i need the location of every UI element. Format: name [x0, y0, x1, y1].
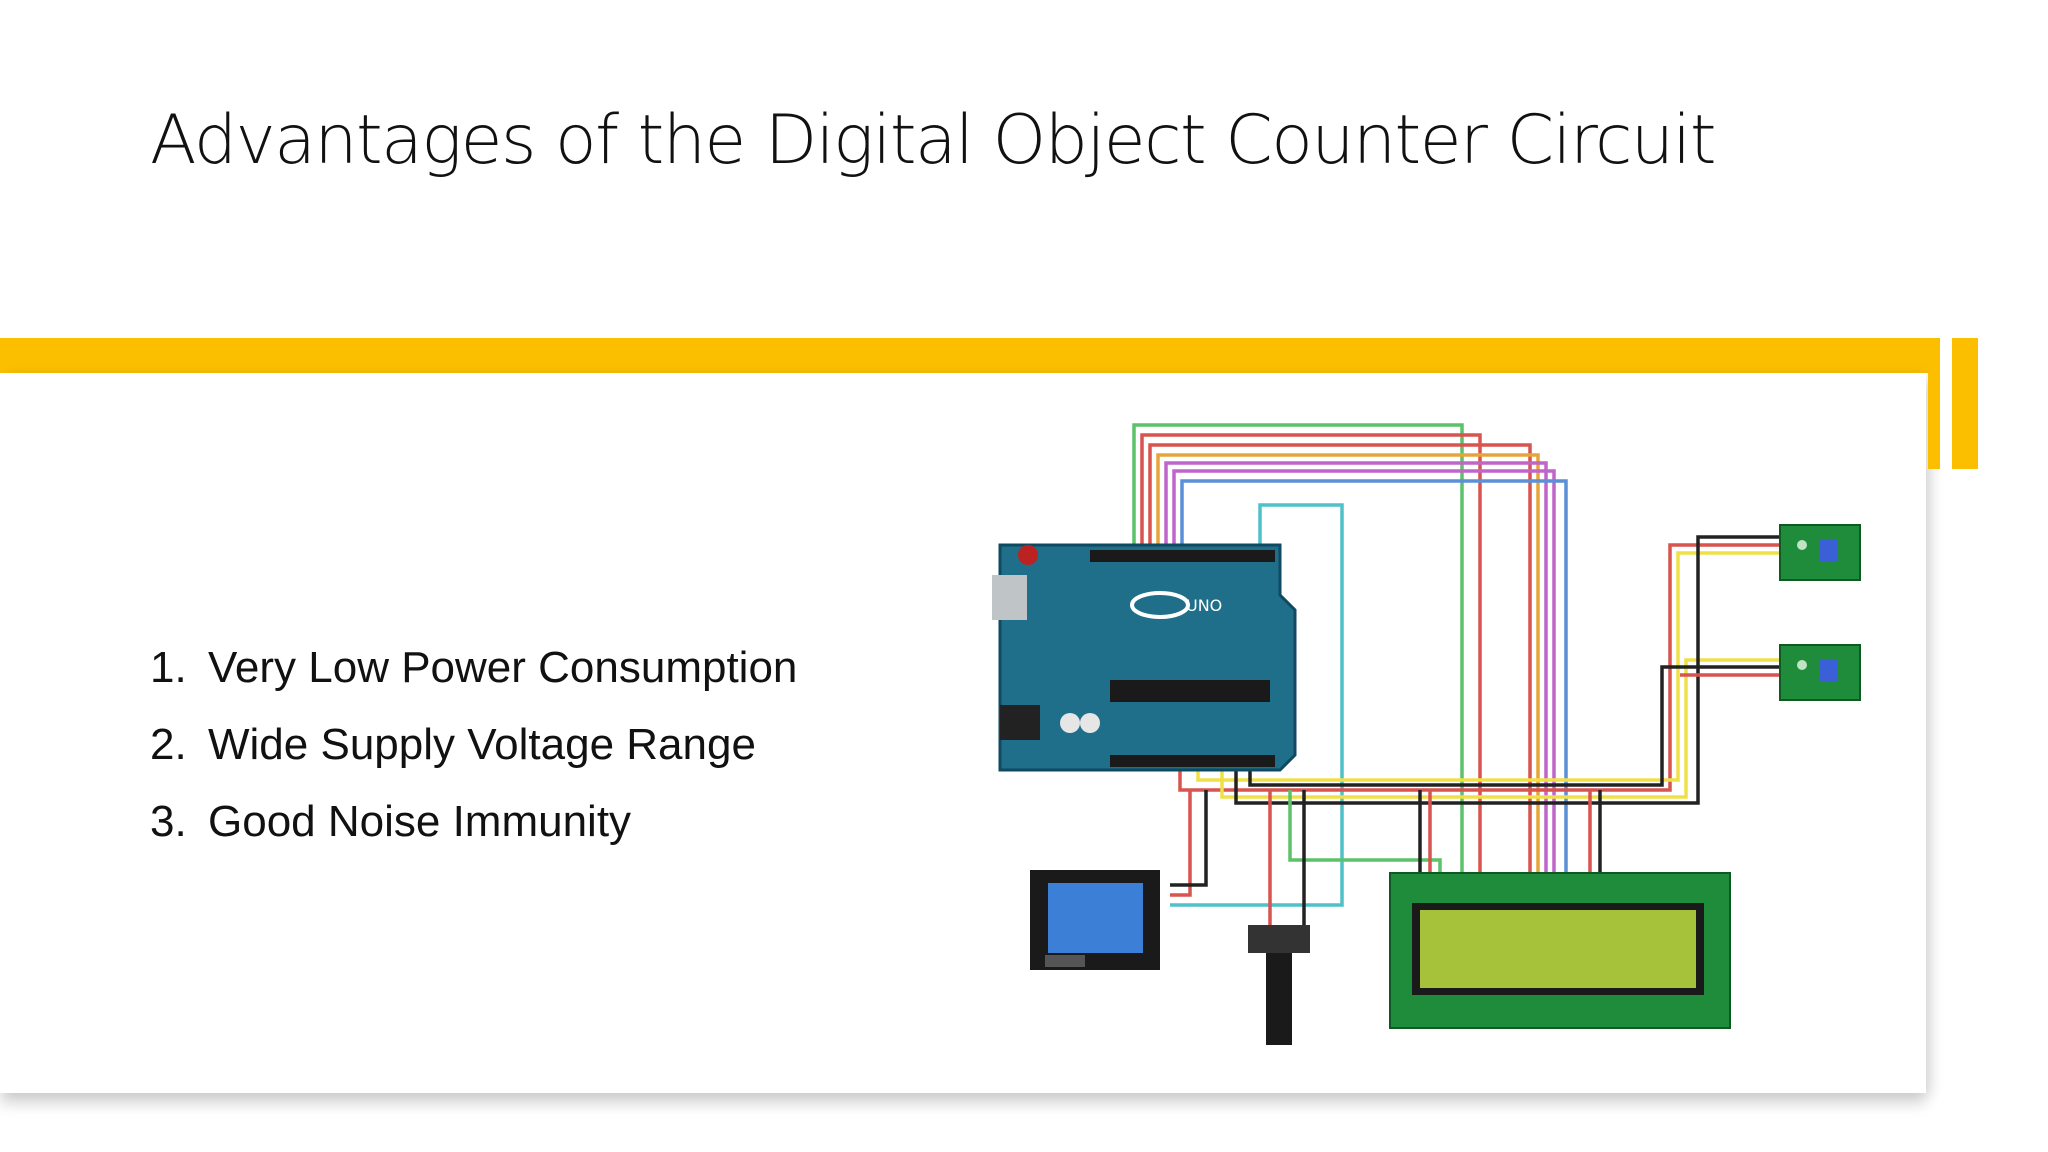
potentiometer	[1248, 925, 1310, 1045]
accent-side-bar	[1952, 338, 1978, 469]
accent-bar-vertical	[1928, 338, 1940, 469]
list-item-text: Wide Supply Voltage Range	[208, 720, 756, 769]
list-item-number: 2.	[150, 720, 187, 769]
arduino-board: UNO	[992, 543, 1297, 772]
circuit-diagram-image: UNO	[992, 423, 1861, 1045]
list-item-text: Very Low Power Consumption	[208, 643, 798, 692]
accent-bar	[0, 338, 1940, 373]
list-item-text: Good Noise Immunity	[208, 797, 632, 846]
list-item: 2. Wide Supply Voltage Range	[150, 713, 797, 790]
board-label: UNO	[1186, 596, 1222, 615]
advantages-list: 1. Very Low Power Consumption 2. Wide Su…	[150, 636, 797, 867]
list-item-number: 3.	[150, 797, 187, 846]
lcd-display	[1389, 872, 1731, 1029]
ir-sensor-top	[1779, 524, 1861, 581]
ir-sensor-bottom	[1779, 644, 1861, 701]
wires	[1132, 423, 1780, 925]
slide-title: Advantages of the Digital Object Counter…	[150, 101, 1716, 180]
list-item-number: 1.	[150, 643, 187, 692]
list-item: 3. Good Noise Immunity	[150, 790, 797, 867]
list-item: 1. Very Low Power Consumption	[150, 636, 797, 713]
relay-module	[1030, 870, 1160, 970]
